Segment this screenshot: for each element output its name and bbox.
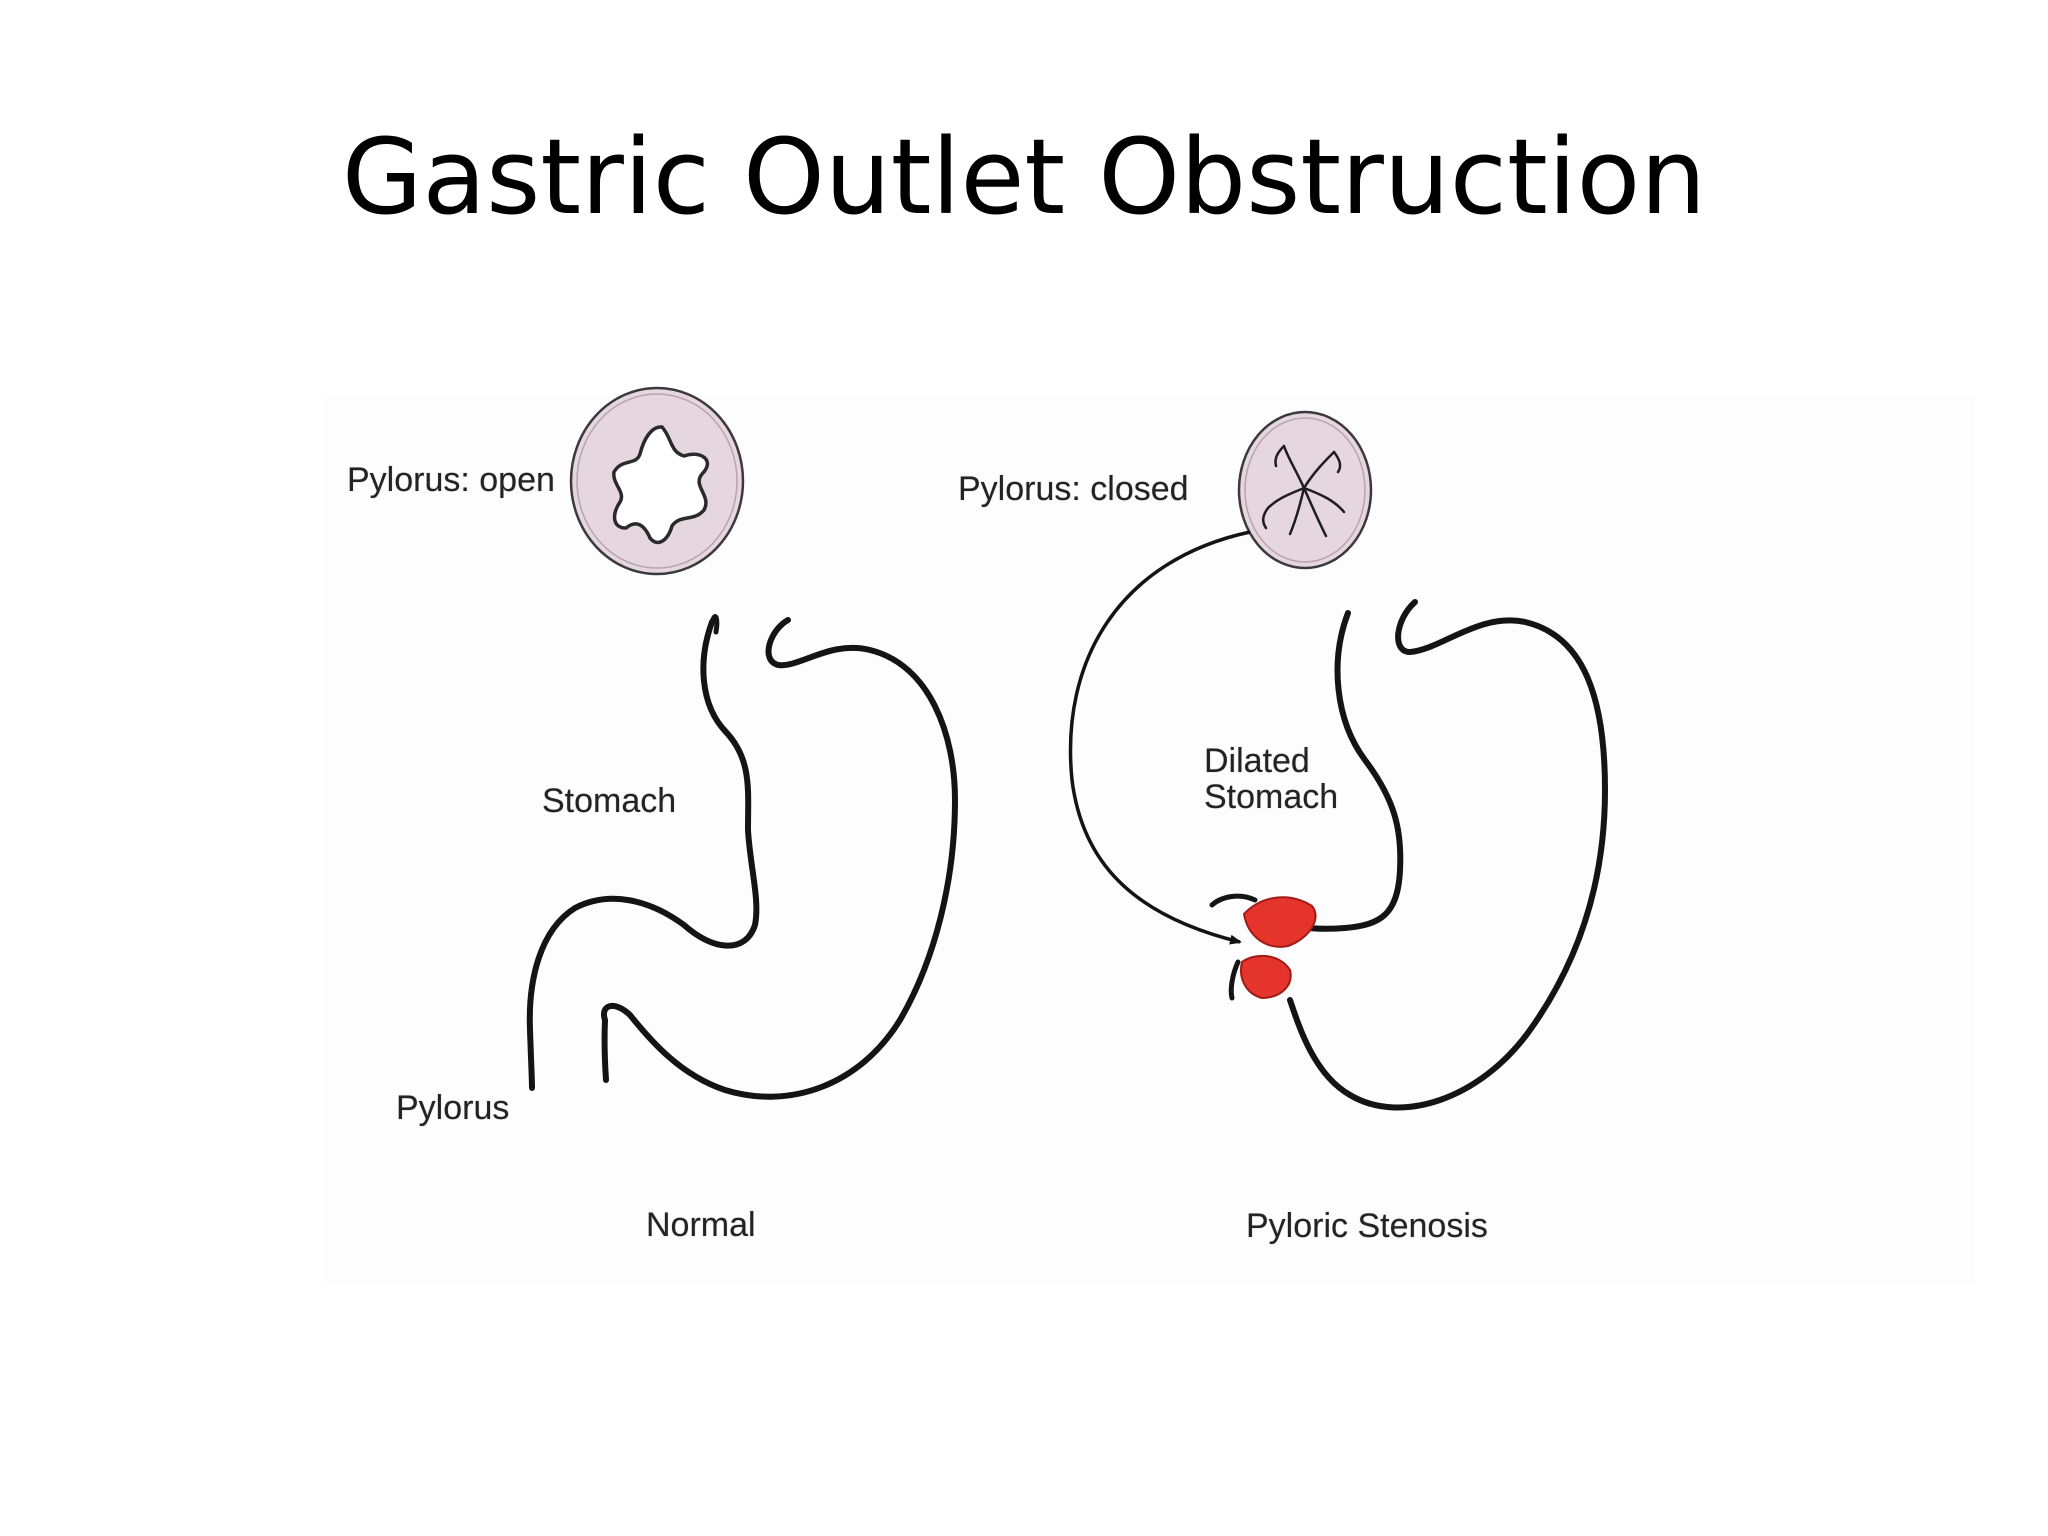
caption-pyloric-stenosis: Pyloric Stenosis xyxy=(1246,1207,1488,1245)
pylorus-closed-inset xyxy=(1237,410,1373,570)
label-pylorus-open: Pylorus: open xyxy=(347,461,555,499)
caption-normal: Normal xyxy=(646,1206,756,1244)
closed-lumen-folds xyxy=(1262,444,1346,538)
label-dilated-stomach-line2: Stomach xyxy=(1204,777,1339,816)
pylorus-open-inset xyxy=(569,386,745,576)
normal-stomach-greater-curve xyxy=(601,617,959,1100)
normal-stomach xyxy=(526,614,959,1100)
label-pylorus-closed: Pylorus: closed xyxy=(958,470,1189,508)
label-dilated-stomach-line1: Dilated xyxy=(1204,742,1310,780)
dilated-stomach-greater-curve xyxy=(1287,599,1609,1111)
label-dilated-stomach: Dilated Stomach xyxy=(1204,742,1339,816)
hypertrophied-pylorus-muscle xyxy=(1240,896,1317,1000)
label-pylorus: Pylorus xyxy=(396,1089,510,1127)
slide-title: Gastric Outlet Obstruction xyxy=(341,116,1707,238)
dilated-stomach xyxy=(1209,599,1609,1111)
stenosis-pointer-arrow xyxy=(1068,530,1251,945)
label-stomach: Stomach xyxy=(542,782,677,820)
normal-stomach-inner-curve xyxy=(526,619,760,1091)
dilated-stomach-inner-curve xyxy=(1287,610,1404,932)
open-lumen-star xyxy=(612,425,710,545)
